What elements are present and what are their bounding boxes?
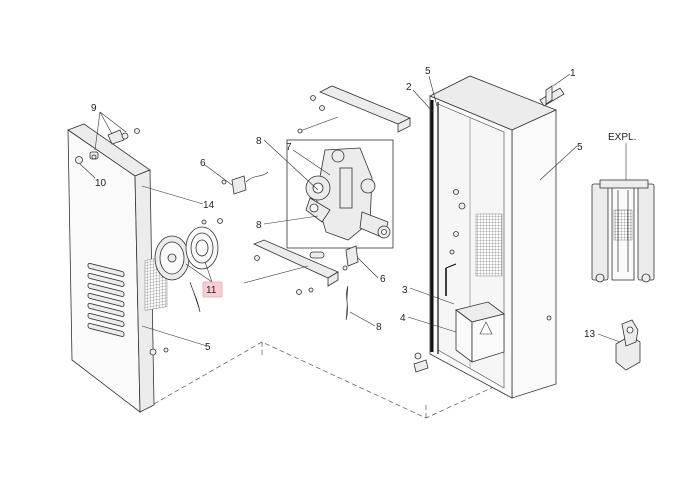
callout-10: 10 (95, 178, 107, 189)
small-bracket-left (221, 171, 269, 195)
callout-3: 3 (402, 285, 408, 296)
callout-13: 13 (584, 329, 596, 340)
expl-label: EXPL. (608, 132, 636, 143)
base-outline-dashed (139, 341, 549, 419)
callout-2: 2 (406, 82, 412, 93)
callout-4: 4 (400, 313, 406, 324)
leader-lines (79, 73, 621, 347)
part-13-block (615, 319, 641, 371)
callout-5-right: 5 (577, 142, 583, 153)
callout-7: 7 (286, 142, 292, 153)
side-panel (67, 123, 169, 413)
callout-8-mid: 8 (256, 220, 262, 231)
junction-box (413, 301, 505, 373)
callout-5-panel: 5 (205, 342, 211, 353)
motor-detail-box (286, 139, 394, 249)
callout-14: 14 (203, 200, 215, 211)
callout-9: 9 (91, 103, 97, 114)
fan-assembly (144, 218, 223, 313)
callout-11: 11 (206, 285, 217, 296)
callout-8-top: 8 (256, 136, 262, 147)
callout-5-top: 5 (425, 66, 431, 77)
callout-6-right: 6 (380, 274, 386, 285)
small-bracket-right (342, 245, 359, 321)
callout-11-highlight (202, 281, 223, 298)
callout-labels: 1 2 3 4 5 5 5 6 6 7 8 8 8 9 10 11 13 14 … (91, 66, 636, 353)
lower-rail (243, 239, 339, 295)
callout-8-bottom: 8 (376, 322, 382, 333)
top-rail (297, 85, 411, 134)
panel-vent-slots (87, 262, 125, 337)
callout-6-left: 6 (200, 158, 206, 169)
expl-detail (591, 143, 655, 283)
callout-1: 1 (570, 68, 576, 79)
